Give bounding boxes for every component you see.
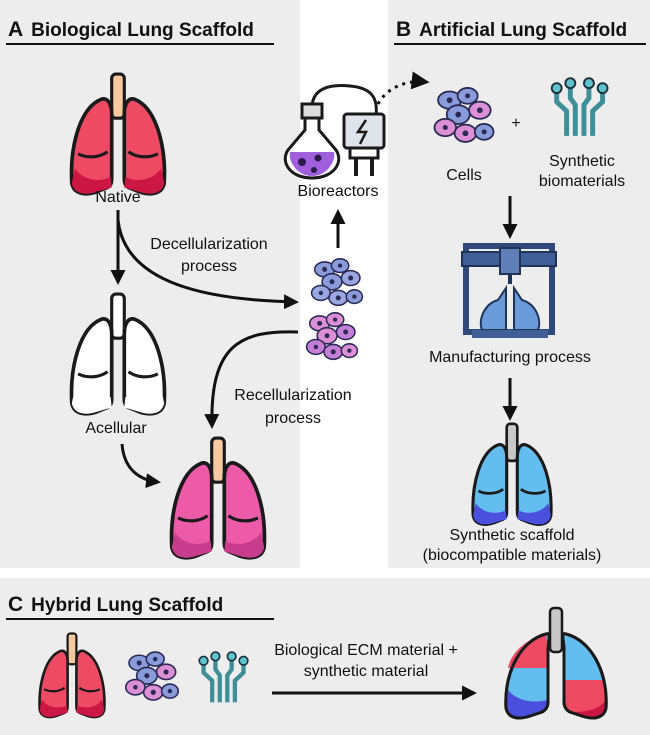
3d-printer-icon	[461, 243, 557, 338]
arrow-dotted-bioreactor-cells-icon	[376, 71, 430, 105]
hybrid-native-lungs-icon	[38, 632, 106, 719]
panel-b-heading: Artificial Lung Scaffold	[419, 20, 628, 41]
recellularized-lungs-icon	[172, 438, 265, 558]
hybrid-lungs-icon	[504, 606, 608, 720]
panel-a-letter: A	[8, 18, 24, 41]
label-recellularization-process: process	[264, 410, 322, 427]
label-manufacturing: Manufacturing process	[429, 349, 591, 366]
synthetic-scaffold-lungs-icon	[470, 422, 554, 527]
label-native: Native	[95, 189, 141, 206]
acellular-lungs-icon	[72, 294, 165, 414]
arrow-decellularization-icon	[116, 219, 299, 310]
label-decellularization-process: process	[180, 258, 238, 275]
arrow-recellularization-icon	[204, 330, 299, 429]
arrow-acellular-recell-icon	[120, 443, 161, 489]
panel-c-rule	[6, 618, 274, 620]
label-plus: +	[511, 115, 521, 132]
panel-a-title: A Biological Lung Scaffold	[8, 18, 254, 42]
panel-c-letter: C	[8, 593, 24, 616]
panel-b-rule	[394, 43, 646, 45]
label-hybrid-synthetic: synthetic material	[303, 663, 429, 680]
hybrid-biomaterials-icon	[199, 652, 248, 702]
label-recellularization: Recellularization	[234, 387, 352, 404]
label-biomaterials: biomaterials	[538, 173, 626, 190]
label-synthetic: Synthetic	[549, 153, 615, 170]
label-hybrid-ecm: Biological ECM material +	[274, 642, 458, 659]
label-bioreactors: Bioreactors	[297, 183, 379, 200]
cells-cluster-top-icon	[310, 257, 364, 307]
panel-a-rule	[6, 43, 274, 45]
hybrid-cells-icon	[124, 651, 180, 701]
native-lungs-icon	[72, 74, 165, 194]
cells-icon	[433, 86, 495, 143]
label-acellular: Acellular	[85, 420, 147, 437]
panel-c-heading: Hybrid Lung Scaffold	[31, 595, 224, 616]
cells-cluster-bottom-icon	[305, 311, 359, 361]
panel-c-title: C Hybrid Lung Scaffold	[8, 593, 223, 617]
label-cells: Cells	[446, 167, 482, 184]
label-synthetic-scaffold: Synthetic scaffold	[449, 527, 575, 544]
label-decellularization: Decellularization	[150, 236, 268, 253]
panel-b-letter: B	[396, 18, 412, 41]
synthetic-biomaterials-icon	[552, 78, 608, 136]
label-biocompatible: (biocompatible materials)	[422, 547, 602, 564]
bioreactor-icon	[283, 84, 386, 180]
panel-b-title: B Artificial Lung Scaffold	[396, 18, 627, 42]
panel-a-heading: Biological Lung Scaffold	[31, 20, 254, 41]
